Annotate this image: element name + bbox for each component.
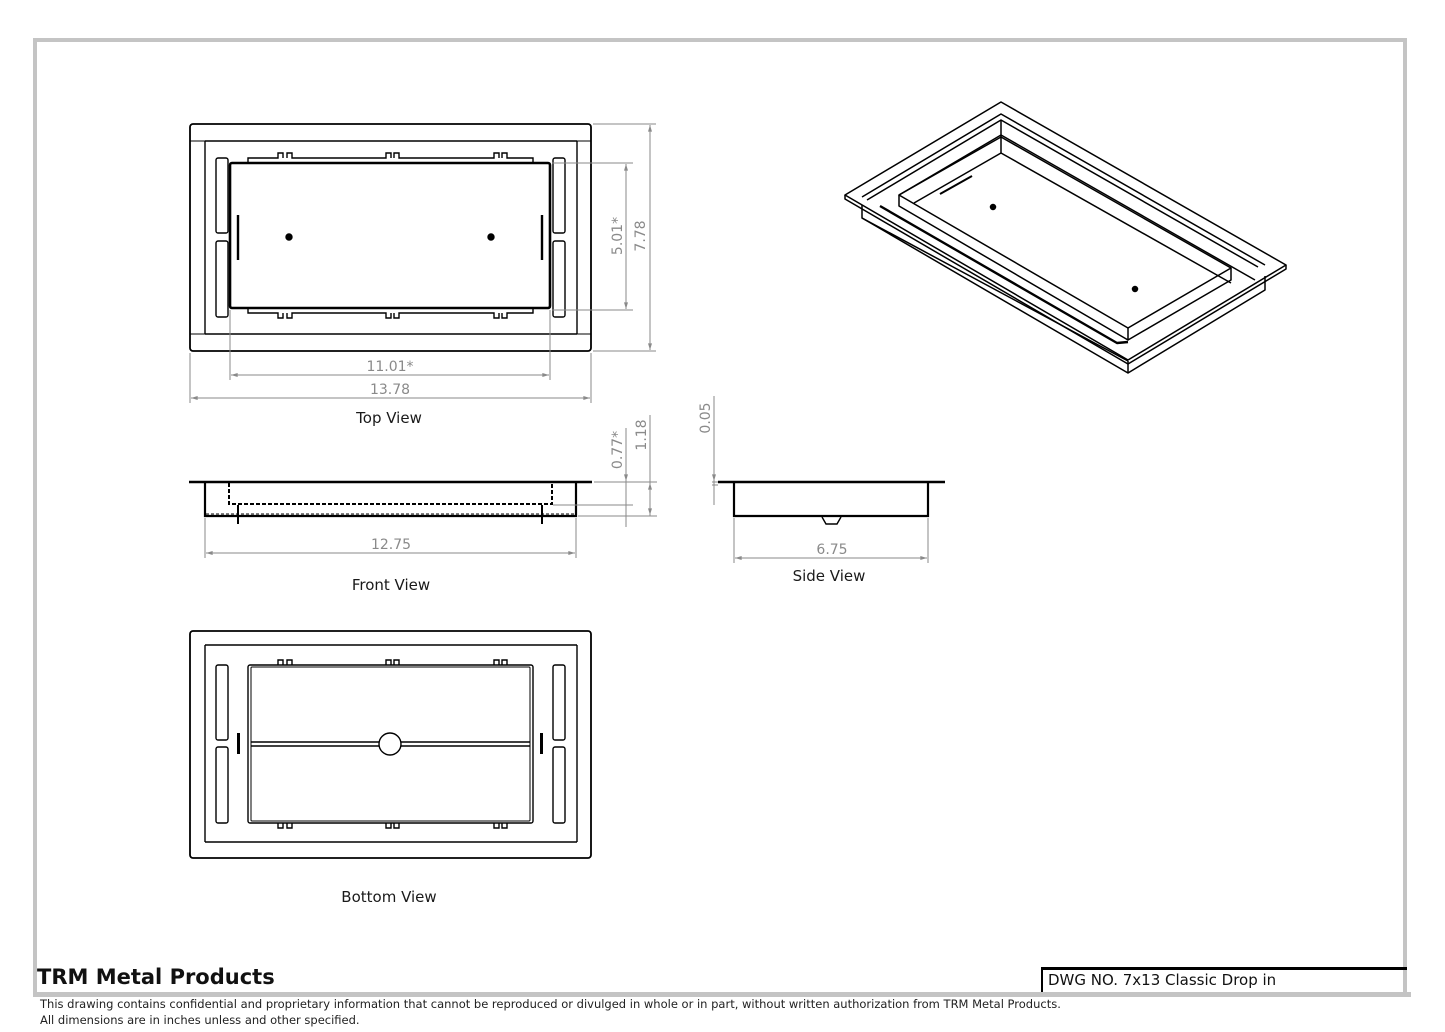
front-view bbox=[189, 480, 592, 524]
bottom-view-label: Bottom View bbox=[341, 888, 436, 906]
confidentiality-notice: This drawing contains confidential and p… bbox=[40, 997, 1061, 1011]
top-view-dimensions bbox=[189, 123, 656, 403]
drawing-number: DWG NO. 7x13 Classic Drop in bbox=[1048, 971, 1277, 989]
top-view bbox=[189, 123, 592, 352]
dim-depth-overall: 1.18 bbox=[634, 419, 650, 450]
front-view-label: Front View bbox=[352, 576, 430, 594]
company-name: TRM Metal Products bbox=[37, 965, 275, 989]
dim-overall-width: 13.78 bbox=[370, 382, 410, 398]
dim-flange-thickness: 0.05 bbox=[698, 402, 714, 433]
side-view-dimensions bbox=[712, 396, 929, 563]
dim-inner-height: 5.01* bbox=[610, 217, 626, 255]
top-view-label: Top View bbox=[355, 409, 422, 427]
title-block-divider bbox=[33, 992, 1411, 997]
side-view-label: Side View bbox=[793, 567, 866, 585]
dim-body-width: 12.75 bbox=[371, 537, 411, 553]
dim-depth-inner: 0.77* bbox=[610, 431, 626, 469]
side-view bbox=[718, 480, 945, 525]
drawing-number-box: DWG NO. 7x13 Classic Drop in bbox=[1041, 967, 1407, 992]
front-view-dimensions bbox=[204, 415, 657, 558]
sheet-border bbox=[33, 38, 1407, 993]
isometric-view bbox=[844, 101, 1287, 374]
dim-overall-height: 7.78 bbox=[633, 220, 649, 251]
bottom-view bbox=[189, 630, 592, 859]
dim-side-width: 6.75 bbox=[816, 542, 847, 558]
units-notice: All dimensions are in inches unless and … bbox=[40, 1013, 360, 1027]
dim-inner-width: 11.01* bbox=[366, 359, 413, 375]
